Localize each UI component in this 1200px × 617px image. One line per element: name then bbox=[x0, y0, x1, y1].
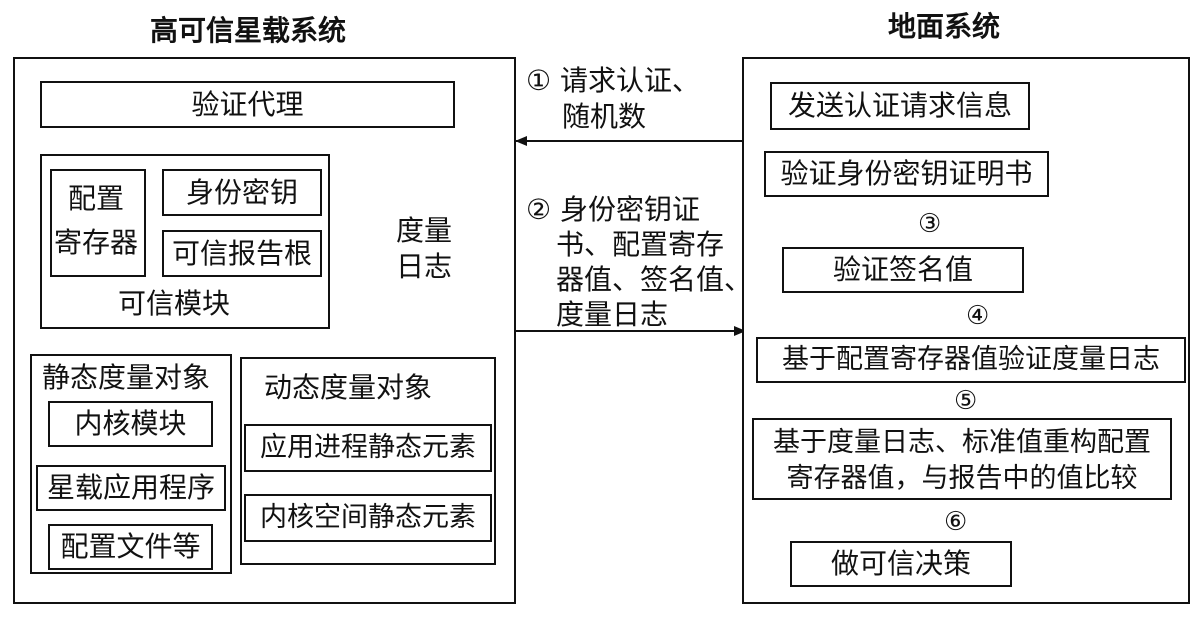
trusted-report-root-box: 可信报告根 bbox=[162, 230, 322, 277]
step-number-4: ④ bbox=[966, 301, 990, 331]
trusted-report-root-label: 可信报告根 bbox=[171, 236, 312, 270]
static-object-label: 星载应用程序 bbox=[46, 471, 215, 504]
static-object-item: 内核模块 bbox=[48, 401, 213, 447]
ground-system-title: 地面系统 bbox=[888, 10, 1001, 43]
step-number-5: ⑤ bbox=[954, 386, 978, 416]
static-object-label: 配置文件等 bbox=[60, 530, 201, 563]
verify-agent-label: 验证代理 bbox=[191, 87, 304, 121]
verify-log-label: 基于配置寄存器值验证度量日志 bbox=[782, 344, 1160, 375]
decision-box: 做可信决策 bbox=[790, 541, 1012, 587]
identity-key-box: 身份密钥 bbox=[162, 169, 322, 216]
msg2-line3: 器值、签名值、 bbox=[556, 263, 753, 296]
dynamic-object-label: 内核空间静态元素 bbox=[260, 502, 476, 533]
measure-log-label-2: 日志 bbox=[396, 250, 453, 283]
static-object-item: 星载应用程序 bbox=[36, 465, 226, 511]
rebuild-line1: 基于度量日志、标准值重构配置 bbox=[773, 427, 1151, 458]
verify-signature-box: 验证签名值 bbox=[782, 247, 1024, 293]
config-register-box bbox=[50, 169, 146, 277]
verify-cert-box: 验证身份密钥证明书 bbox=[764, 151, 1049, 197]
left-system-title: 高可信星载系统 bbox=[150, 14, 347, 47]
step-number-3: ③ bbox=[918, 209, 942, 239]
decision-label: 做可信决策 bbox=[830, 547, 971, 580]
step-number-6: ⑥ bbox=[944, 507, 968, 537]
send-request-label: 发送认证请求信息 bbox=[787, 89, 1012, 122]
dynamic-object-item: 内核空间静态元素 bbox=[244, 494, 492, 542]
rebuild-line2: 寄存器值，与报告中的值比较 bbox=[786, 463, 1138, 494]
dynamic-object-label: 应用进程静态元素 bbox=[260, 432, 476, 463]
trusted-module-label: 可信模块 bbox=[118, 287, 231, 320]
msg2-line1: ② 身份密钥证 bbox=[526, 193, 701, 226]
verify-agent-box: 验证代理 bbox=[40, 81, 455, 128]
msg2-line4: 度量日志 bbox=[556, 298, 669, 331]
msg1-line2: 随机数 bbox=[562, 100, 647, 133]
dynamic-object-item: 应用进程静态元素 bbox=[244, 424, 492, 472]
verify-signature-label: 验证签名值 bbox=[832, 253, 973, 286]
config-register-label-2: 寄存器 bbox=[54, 226, 139, 259]
identity-key-label: 身份密钥 bbox=[185, 175, 298, 209]
msg1-line1: ① 请求认证、 bbox=[526, 64, 701, 97]
static-objects-title: 静态度量对象 bbox=[42, 361, 211, 394]
verify-cert-label: 验证身份密钥证明书 bbox=[780, 157, 1033, 190]
measure-log-label-1: 度量 bbox=[396, 214, 453, 247]
static-object-item: 配置文件等 bbox=[48, 524, 213, 570]
verify-log-box: 基于配置寄存器值验证度量日志 bbox=[756, 337, 1186, 383]
ground-system-frame bbox=[742, 57, 1190, 604]
static-object-label: 内核模块 bbox=[74, 407, 187, 440]
rebuild-compare-box: 基于度量日志、标准值重构配置 寄存器值，与报告中的值比较 bbox=[752, 418, 1172, 500]
config-register-label-1: 配置 bbox=[68, 182, 125, 215]
msg2-line2: 书、配置寄存 bbox=[556, 228, 725, 261]
dynamic-objects-title: 动态度量对象 bbox=[264, 371, 433, 404]
send-request-box: 发送认证请求信息 bbox=[770, 82, 1030, 130]
